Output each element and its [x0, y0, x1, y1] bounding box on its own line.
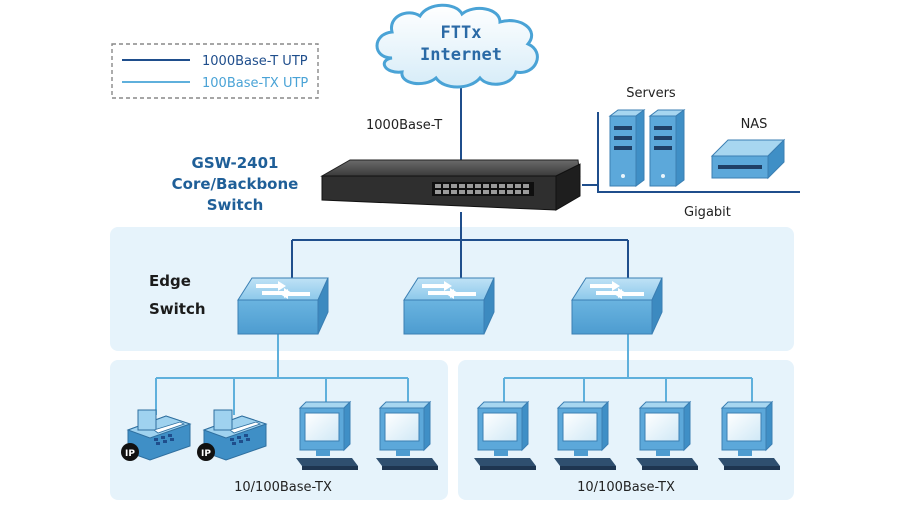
- ip-badge-2-text: IP: [201, 449, 211, 459]
- ip-badge-1: IP: [121, 443, 139, 461]
- internet-cloud: FTTx Internet: [375, 3, 539, 89]
- right-pc-1: [473, 401, 537, 471]
- right-group-label: 10/100Base-TX: [577, 480, 675, 495]
- gigabit-label: Gigabit: [684, 205, 731, 220]
- core-switch: [320, 159, 581, 211]
- cloud-line1: FTTx: [441, 23, 482, 43]
- core-switch-line2: Core/Backbone: [172, 175, 299, 193]
- nas-device: [710, 138, 786, 180]
- core-ports: [435, 184, 529, 194]
- legend-box: [111, 43, 319, 99]
- edge-label-line1: Edge: [149, 272, 191, 290]
- left-access-panel: [110, 360, 448, 500]
- legend: 1000Base-T UTP 100Base-TX UTP: [111, 43, 319, 99]
- servers-label: Servers: [626, 86, 676, 101]
- right-access-panel: [458, 360, 794, 500]
- server-2: [648, 109, 686, 187]
- edge-switch-3: [571, 277, 663, 335]
- edge-switch-1: [237, 277, 329, 335]
- server-1: [608, 109, 646, 187]
- gigabit-links: [291, 80, 800, 282]
- fast-ethernet-links: [155, 334, 753, 415]
- nas-label: NAS: [741, 117, 768, 132]
- legend-light-label: 100Base-TX UTP: [202, 76, 308, 91]
- right-pc-3: [635, 401, 699, 471]
- edge-label-line2: Switch: [149, 300, 206, 318]
- legend-dark-label: 1000Base-T UTP: [202, 54, 308, 69]
- left-group-label: 10/100Base-TX: [234, 480, 332, 495]
- cloud-line2: Internet: [420, 45, 502, 65]
- ip-badge-2: IP: [197, 443, 215, 461]
- right-pc-4: [717, 401, 781, 471]
- cloud-shape: [375, 3, 539, 89]
- left-pc-2: [375, 401, 439, 471]
- uplink-label: 1000Base-T: [366, 118, 442, 133]
- ip-badge-1-text: IP: [125, 449, 135, 459]
- left-pc-1: [295, 401, 359, 471]
- edge-switch-2: [403, 277, 495, 335]
- core-switch-line3: Switch: [207, 196, 264, 214]
- core-switch-line1: GSW-2401: [192, 154, 279, 172]
- right-pc-2: [553, 401, 617, 471]
